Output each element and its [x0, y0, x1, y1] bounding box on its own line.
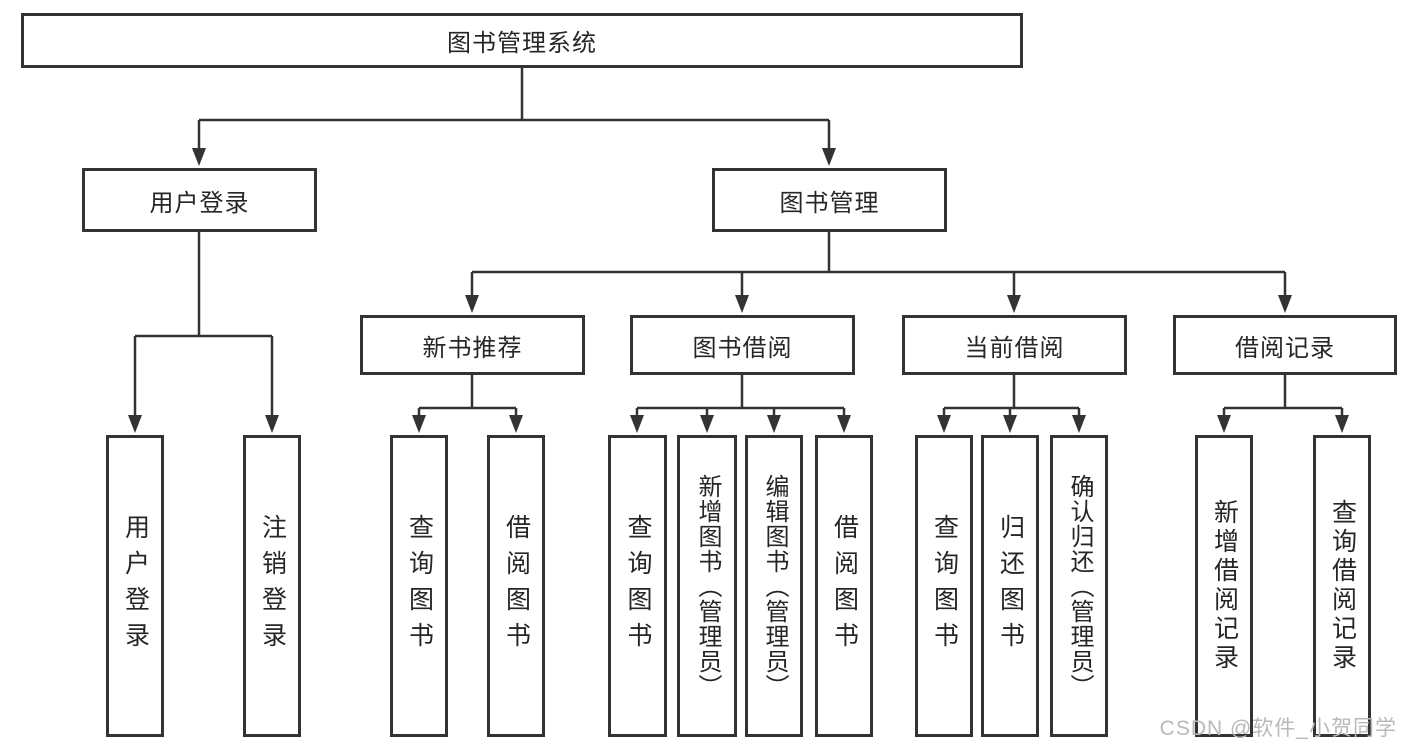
leaf-query-book-1: 查询图书 [390, 435, 448, 737]
node-book-borrow: 图书借阅 [630, 315, 855, 375]
node-borrow-record: 借阅记录 [1173, 315, 1397, 375]
leaf-query-book-2: 查询图书 [608, 435, 667, 737]
arrowheads [128, 148, 1349, 433]
leaf-logout: 注销登录 [243, 435, 301, 737]
node-new-book-recommend: 新书推荐 [360, 315, 585, 375]
leaf-query-book-3: 查询图书 [915, 435, 973, 737]
leaf-edit-book-admin: 编辑图书（管理员） [745, 435, 803, 737]
leaf-add-borrow-record: 新增借阅记录 [1195, 435, 1253, 737]
node-book-management: 图书管理 [712, 168, 947, 232]
node-root-system: 图书管理系统 [21, 13, 1023, 68]
leaf-borrow-book-2: 借阅图书 [815, 435, 873, 737]
leaf-add-book-admin: 新增图书（管理员） [677, 435, 737, 737]
node-current-borrow: 当前借阅 [902, 315, 1127, 375]
leaf-query-borrow-record: 查询借阅记录 [1313, 435, 1371, 737]
leaf-user-login: 用户登录 [106, 435, 164, 737]
csdn-watermark: CSDN @软件_小贺同学 [1159, 717, 1397, 740]
leaf-confirm-return-admin: 确认归还（管理员） [1050, 435, 1108, 737]
leaf-return-book: 归还图书 [981, 435, 1039, 737]
leaf-borrow-book-1: 借阅图书 [487, 435, 545, 737]
node-user-login: 用户登录 [82, 168, 317, 232]
